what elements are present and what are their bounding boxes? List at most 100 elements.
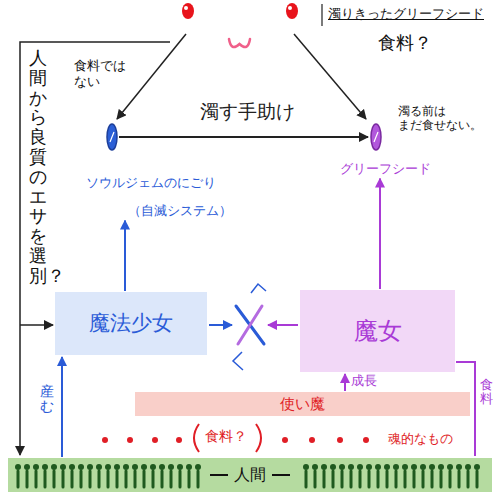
figure-head [303,464,309,470]
figure-head [429,464,435,470]
figure-head [60,464,66,470]
gem-highlight [374,132,378,142]
clash-arrow [209,324,232,326]
node-text: 人間 [234,465,266,484]
edge-label: 産む [40,384,54,415]
figure-body [53,471,56,487]
caption-holder: グリーフシード [340,161,431,177]
figure-head [114,464,120,470]
soul-dot [152,437,158,443]
pointer-arrow [117,34,186,119]
human-figure [177,464,183,487]
heading-note: 濁りきったグリーフシード [328,6,484,22]
figure-head [384,464,390,470]
figure-body [377,471,380,487]
figure-body [413,471,416,487]
human-figure [78,464,84,487]
human-figure [123,464,129,487]
human-figure [474,464,480,487]
soul-dot [363,437,369,443]
figure-body [395,471,398,487]
clash-cross [236,306,264,344]
figure-body [440,471,443,487]
figure-head [348,464,354,470]
gem-outline [370,123,382,151]
figure-head [15,464,21,470]
human-figure [447,464,453,487]
figure-body [62,471,65,487]
figure-head [78,464,84,470]
soul-dot [282,437,288,443]
figure-head [411,464,417,470]
figure-body [152,471,155,487]
human-figure [357,464,363,487]
label-holder: 人間から良質のエサを選別？ [29,48,47,286]
figure-body [404,471,407,487]
human-figure [195,464,201,487]
human-figure [348,464,354,487]
figure-body [98,471,101,487]
node-caption: ソウルジェムのにごり [86,175,216,191]
figure-body [44,471,47,487]
node-text: 使い魔 [280,395,325,413]
human-figure [411,464,417,487]
gem-outline [106,123,118,151]
human-figure [420,464,426,487]
figure-body [107,471,110,487]
figure-body [458,471,461,487]
figure-body [422,471,425,487]
figure-head [312,464,318,470]
soul-dot [337,437,343,443]
human-figure [168,464,174,487]
human-figure [51,464,57,487]
human-figure [375,464,381,487]
human-figure [339,464,345,487]
figure-body [350,471,353,487]
figure-body [89,471,92,487]
figure-head [447,464,453,470]
human-figure [60,464,66,487]
label-holder: 濁りきったグリーフシード [328,6,484,22]
human-figure [87,464,93,487]
figure-head [357,464,363,470]
figure-body [386,471,389,487]
node-text: 魔法少女 [89,311,173,336]
figure-body [332,471,335,487]
human-figure [456,464,462,487]
figure-body [368,471,371,487]
human-figure [114,464,120,487]
eye-highlight [288,6,292,10]
figure-head [24,464,30,470]
figure-head [393,464,399,470]
figure-head [42,464,48,470]
figure-head [69,464,75,470]
face-mouth [229,39,250,47]
figure-body [143,471,146,487]
figure-head [96,464,102,470]
edge-label-holder: 食料 [480,378,493,407]
human-figure [141,464,147,487]
figure-body [71,471,74,487]
connector-arrow [124,221,126,291]
figure-body [170,471,173,487]
label-holder: 魂的なもの [388,431,453,447]
figure-head [186,464,192,470]
figure-head [159,464,165,470]
grief-seed: グリーフシード [370,123,382,151]
figure-head [105,464,111,470]
vertical-note: 人間から良質のエサを選別？ [29,48,47,286]
face-eye [182,3,194,19]
question-note: 食料？ [378,32,432,54]
edge-label: 成長 [351,373,377,389]
human-figure [42,464,48,487]
gem-shape [107,124,117,150]
band-dash [210,474,228,476]
connector-arrow [344,374,346,391]
human-figure [150,464,156,487]
label-holder: 食料？ [378,32,432,54]
figure-body [116,471,119,487]
soul-dot [102,437,108,443]
human-figure [105,464,111,487]
edge-label: 濁す手助け [200,100,295,123]
